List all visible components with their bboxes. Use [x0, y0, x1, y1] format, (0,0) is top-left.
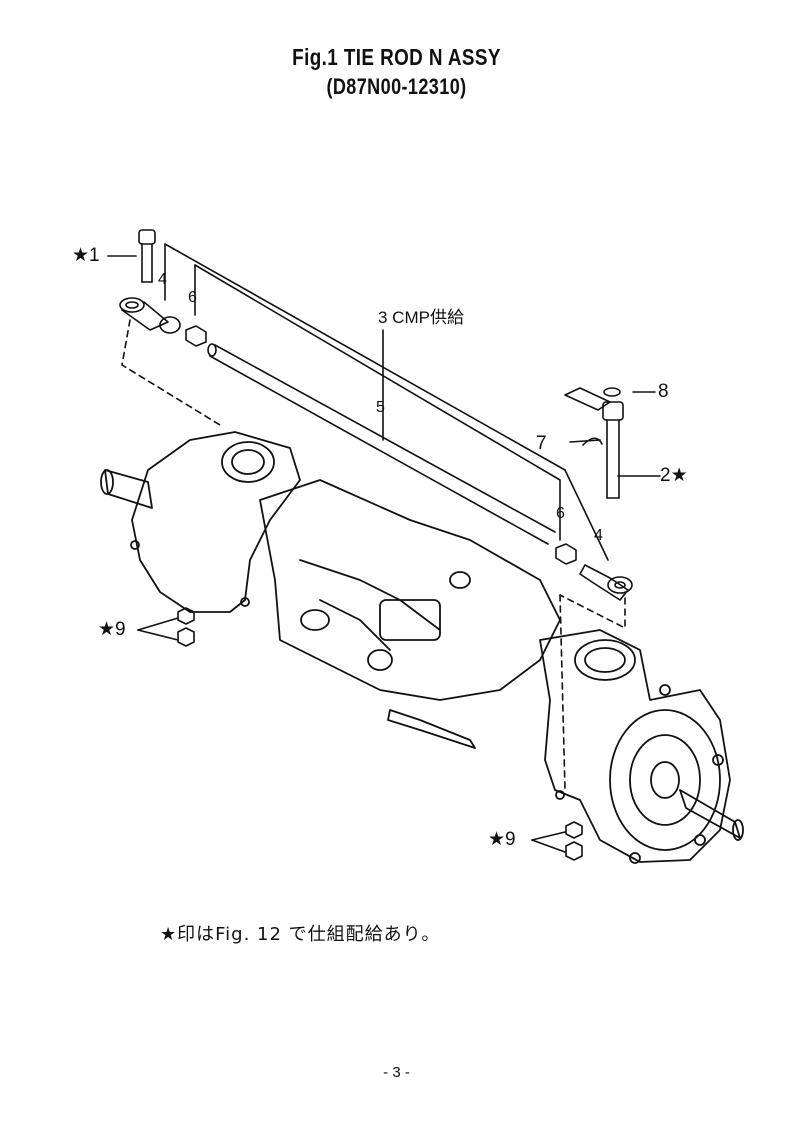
bolt-2 [602, 401, 624, 499]
nut-9-upper [177, 607, 195, 647]
tie-rod-3 [207, 343, 556, 545]
callout-3: 3 CMP供給 [378, 308, 464, 327]
callout-1: ★1 [72, 245, 100, 266]
callout-6-left: 6 [188, 289, 197, 306]
cotter-pin-7 [582, 437, 603, 446]
nut-6-left [185, 325, 207, 347]
callout-9-upper: ★9 [98, 619, 126, 640]
callout-6-right: 6 [556, 505, 565, 522]
assembly-part-number: (D87N00-12310) [326, 74, 467, 99]
tie-rod-end-right [579, 564, 633, 601]
nut-6-right [555, 543, 577, 565]
callout-7: 7 [536, 433, 547, 454]
page-number: - 3 - [383, 1064, 410, 1081]
guide-line-upper [164, 243, 566, 471]
tie-rod-end-left [119, 297, 181, 334]
callout-4-right: 4 [594, 527, 603, 544]
callout-4-left: 4 [158, 271, 167, 288]
leader-line-9b [531, 831, 566, 841]
leader-line-9a [137, 617, 179, 631]
bolt-1 [138, 229, 156, 283]
figure-title: Fig.1 TIE ROD N ASSY [292, 44, 501, 70]
nut-9-lower [565, 821, 583, 861]
callout-8: 8 [658, 381, 669, 402]
callout-5: 5 [376, 399, 385, 416]
callout-9-lower: ★9 [488, 829, 516, 850]
footnote: ★印はFig. 12 で仕組配給あり。 [160, 924, 441, 945]
ball-joint-8 [564, 387, 621, 411]
front-axle-housing [100, 431, 744, 864]
leader-line-7 [569, 439, 601, 443]
callout-2: 2★ [660, 465, 688, 486]
